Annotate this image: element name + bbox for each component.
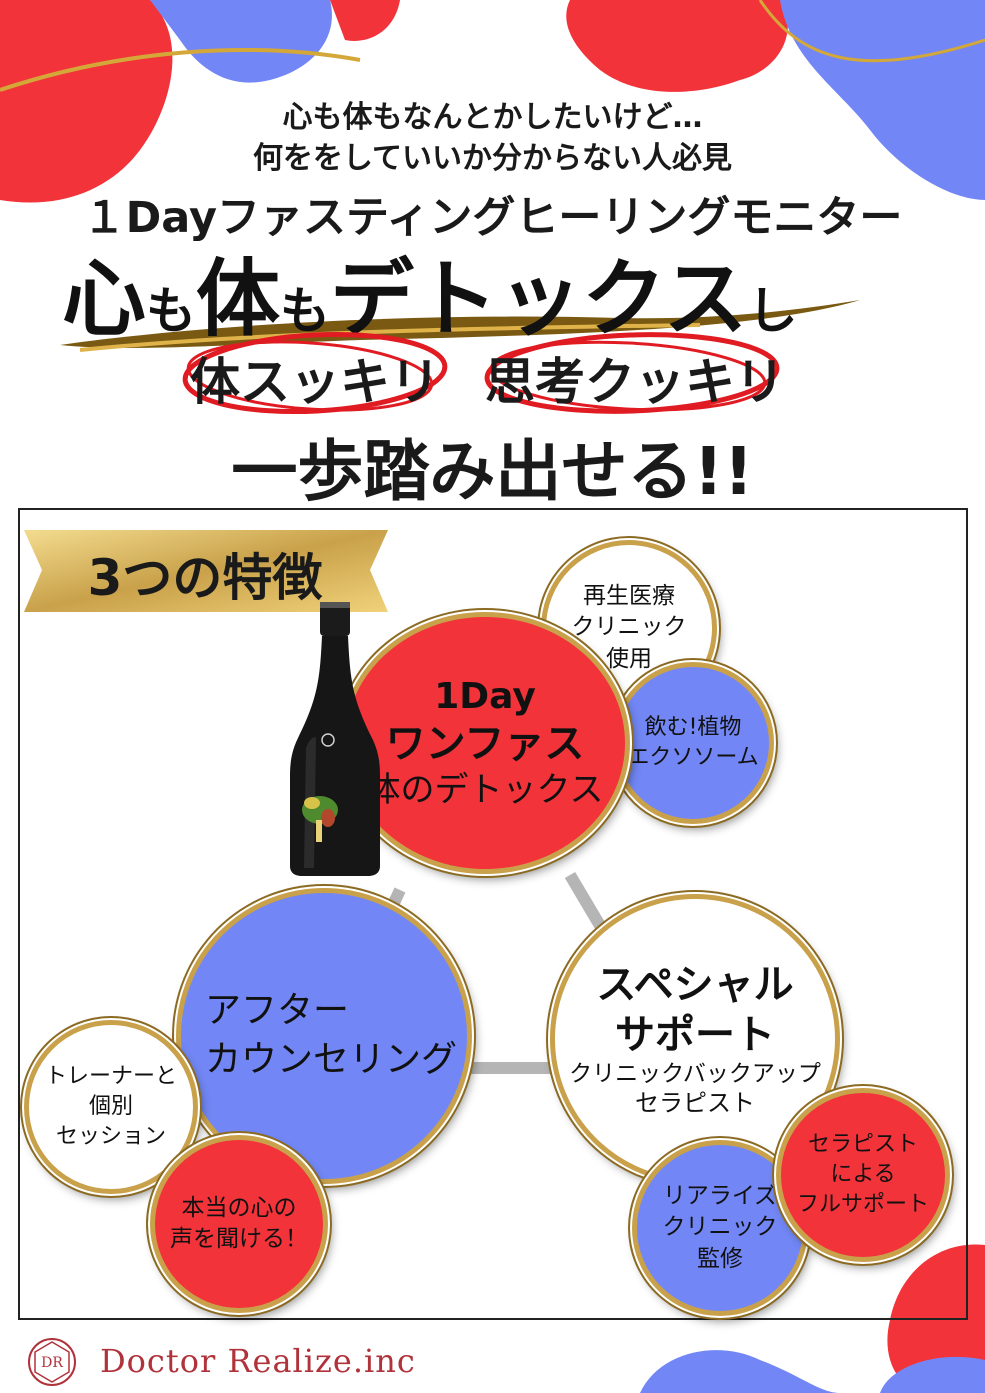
- gold-line-top: [0, 48, 361, 92]
- blob-top-left-blue: [150, 0, 332, 83]
- gold-line-top-right: [758, 0, 985, 63]
- special-line-4: セラピスト: [635, 1089, 755, 1118]
- clinic-line-2: クリニック: [571, 614, 687, 641]
- realize-line-1: リアライズ: [662, 1183, 778, 1210]
- circle-text-right: 思考クッキリ: [485, 353, 785, 411]
- main-title: １Dayファスティングヒーリングモニター: [82, 193, 903, 243]
- special-line-1: スペシャル: [596, 961, 794, 1008]
- heart-voice-circle: 本当の心の 声を聞ける！: [150, 1135, 328, 1313]
- detox-word-4: も: [280, 282, 331, 340]
- ellipse-right-2: [489, 340, 767, 412]
- special-line-2: サポート: [615, 1011, 775, 1058]
- after-line-2: カウンセリング: [205, 1039, 458, 1080]
- logo-text: DR: [41, 1355, 63, 1371]
- exosome-circle: 飲む!植物 エクソソーム: [612, 662, 774, 824]
- banner-text: 3つの特徴: [87, 549, 323, 607]
- therapist-support-circle: セラピスト による フルサポート: [776, 1088, 950, 1262]
- brush-stroke-gold: [79, 323, 701, 352]
- main-red-line-1: 1Day: [434, 676, 536, 718]
- special-support-circle: スペシャル サポート クリニックバックアップ セラピスト: [550, 894, 840, 1184]
- sub-line-2: 何ををしていいか分からない人必見: [252, 141, 733, 176]
- ellipse-left-2: [186, 340, 434, 412]
- trainer-line-3: セッション: [55, 1123, 166, 1149]
- ellipse-right: [484, 332, 780, 414]
- heart-line-1: 本当の心の: [181, 1194, 297, 1221]
- clinic-line-1: 再生医療: [583, 583, 675, 610]
- after-counseling-circle: アフター カウンセリング: [176, 888, 472, 1184]
- main-red-line-3: 体のデトックス: [366, 770, 604, 811]
- after-line-1: アフター: [205, 990, 350, 1032]
- heart-line-2: 声を聞ける！: [170, 1226, 308, 1252]
- realize-line-2: クリニック: [662, 1214, 778, 1241]
- blob-top-center-red: [566, 0, 788, 92]
- blob-bottom-blue: [640, 1350, 840, 1393]
- trainer-line-1: トレーナーと: [44, 1064, 177, 1090]
- detox-word-6: し: [747, 282, 798, 340]
- special-line-3: クリニックバックアップ: [569, 1060, 821, 1087]
- step-line: 一歩踏み出せる!!: [231, 433, 754, 510]
- exosome-line-1: 飲む!植物: [644, 715, 742, 741]
- sub-line-1: 心も体もなんとかしたいけど…: [282, 100, 703, 135]
- detox-word-2: も: [146, 282, 197, 340]
- detox-word-5: デトックス: [330, 250, 748, 348]
- blob-top-right-blue: [780, 0, 985, 200]
- company-name: Doctor Realize.inc: [100, 1342, 416, 1380]
- main-red-line-2: ワンファス: [385, 721, 585, 768]
- blob-top-left-red: [0, 0, 173, 203]
- trainer-line-2: 個別: [88, 1094, 133, 1120]
- company-logo-icon: DR: [28, 1338, 76, 1386]
- features-frame: [18, 508, 968, 1320]
- therapist-line-1: セラピスト: [807, 1132, 918, 1158]
- therapist-line-3: フルサポート: [796, 1191, 929, 1217]
- therapist-line-2: による: [830, 1162, 896, 1188]
- exosome-line-2: エクソソーム: [627, 745, 759, 770]
- detox-word-3: 体: [196, 250, 281, 348]
- clinic-line-3: 使用: [606, 645, 652, 672]
- detox-word-1: 心: [62, 250, 147, 348]
- wine-bottle-image: [290, 602, 380, 876]
- blob-bottom-right-blue: [880, 1356, 985, 1393]
- blob-top-left-red2: [330, 0, 400, 41]
- circle-text-left: 体スッキリ: [190, 353, 440, 411]
- realize-line-3: 監修: [697, 1245, 743, 1272]
- trainer-circle: トレーナーと 個別 セッション: [24, 1020, 198, 1194]
- detox-line: 心も体もデトックスし: [62, 232, 798, 348]
